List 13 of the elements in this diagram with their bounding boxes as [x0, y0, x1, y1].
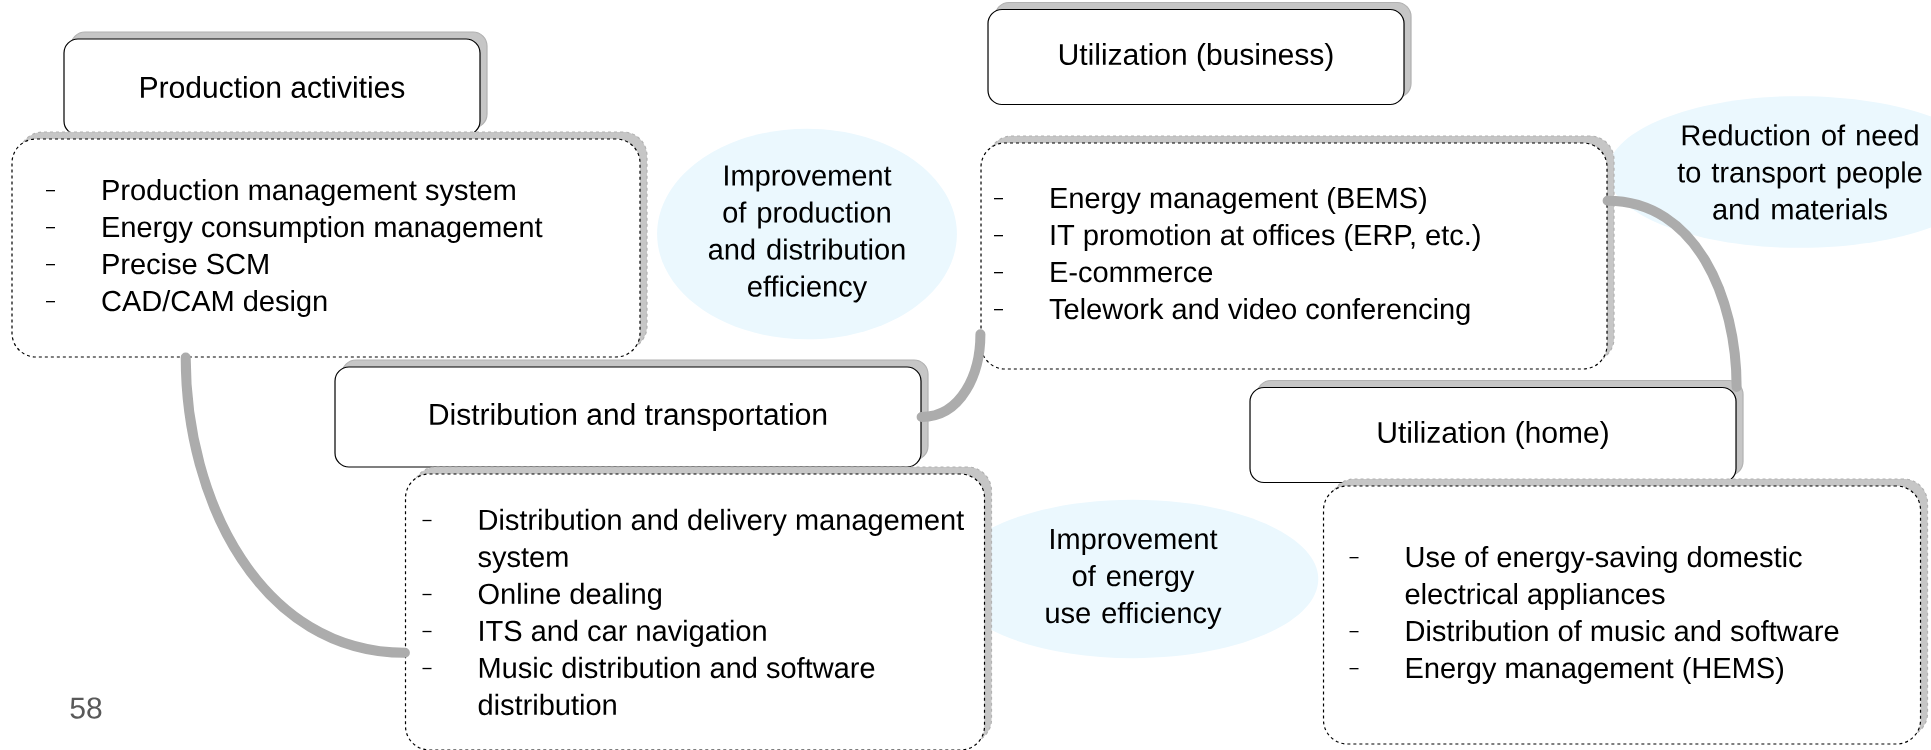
list-box: Use of energy-saving domestic electrical appliances Distribution of music and software Energy management (HEMS) — [1322, 478, 1929, 745]
title-box: Distribution and transportation — [334, 359, 929, 468]
title-box: Production activities — [63, 31, 488, 136]
title-box: Utilization (home) — [1249, 379, 1744, 484]
list-box: Energy management (BEMS) IT promotion at offices (ERP, etc.) E-commerce Telework and video conferencing — [980, 135, 1615, 370]
curved-connector — [180, 352, 410, 658]
curved-connector — [916, 329, 986, 422]
list-box: Distribution and delivery management system Online dealing ITS and car navigation Music distribution and software distribution — [404, 466, 993, 750]
title-box: Utilization (business) — [987, 1, 1412, 106]
page-number: 58 — [70, 697, 102, 719]
glow-label: Improvement of production and distribution efficiency — [657, 128, 957, 340]
curved-connector — [1602, 195, 1742, 392]
list-box: Production management system Energy consumption management Precise SCM CAD/CAM design — [11, 131, 648, 358]
